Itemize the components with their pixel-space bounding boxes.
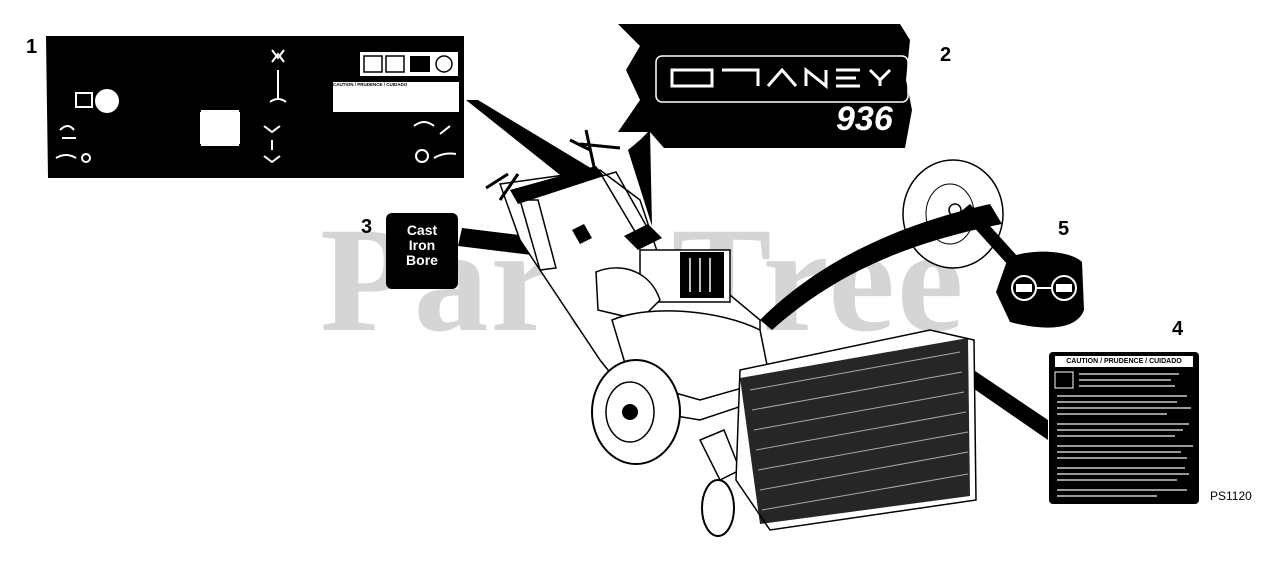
caution-decal: CAUTION / PRUDENCE / CUIDADO [1049,352,1199,504]
decal3-line1: Cast [406,222,438,238]
callout-1: 1 [26,36,38,58]
decal3-line2: Iron [408,237,436,253]
callout-2: 2 [940,44,952,66]
control-panel-decal [46,36,464,178]
diagram-code: PS1120 [1210,489,1252,503]
power-brush-machine [485,129,977,537]
model-number: 936 [836,100,893,138]
caution-header: CAUTION / PRUDENCE / CUIDADO [1055,356,1193,367]
callout-5: 5 [1058,218,1070,240]
decal3-line3: Bore [406,252,438,268]
control-panel-warning-label: CAUTION / PRUDENCE / CUIDADO [333,82,459,112]
cast-iron-bore-decal: Cast Iron Bore [386,213,458,289]
callout-4: 4 [1172,318,1184,340]
caution-text-lines [1054,371,1193,497]
brand-decal [618,24,912,148]
warning-header: CAUTION / PRUDENCE / CUIDADO [333,82,408,87]
callout-3: 3 [361,216,373,238]
